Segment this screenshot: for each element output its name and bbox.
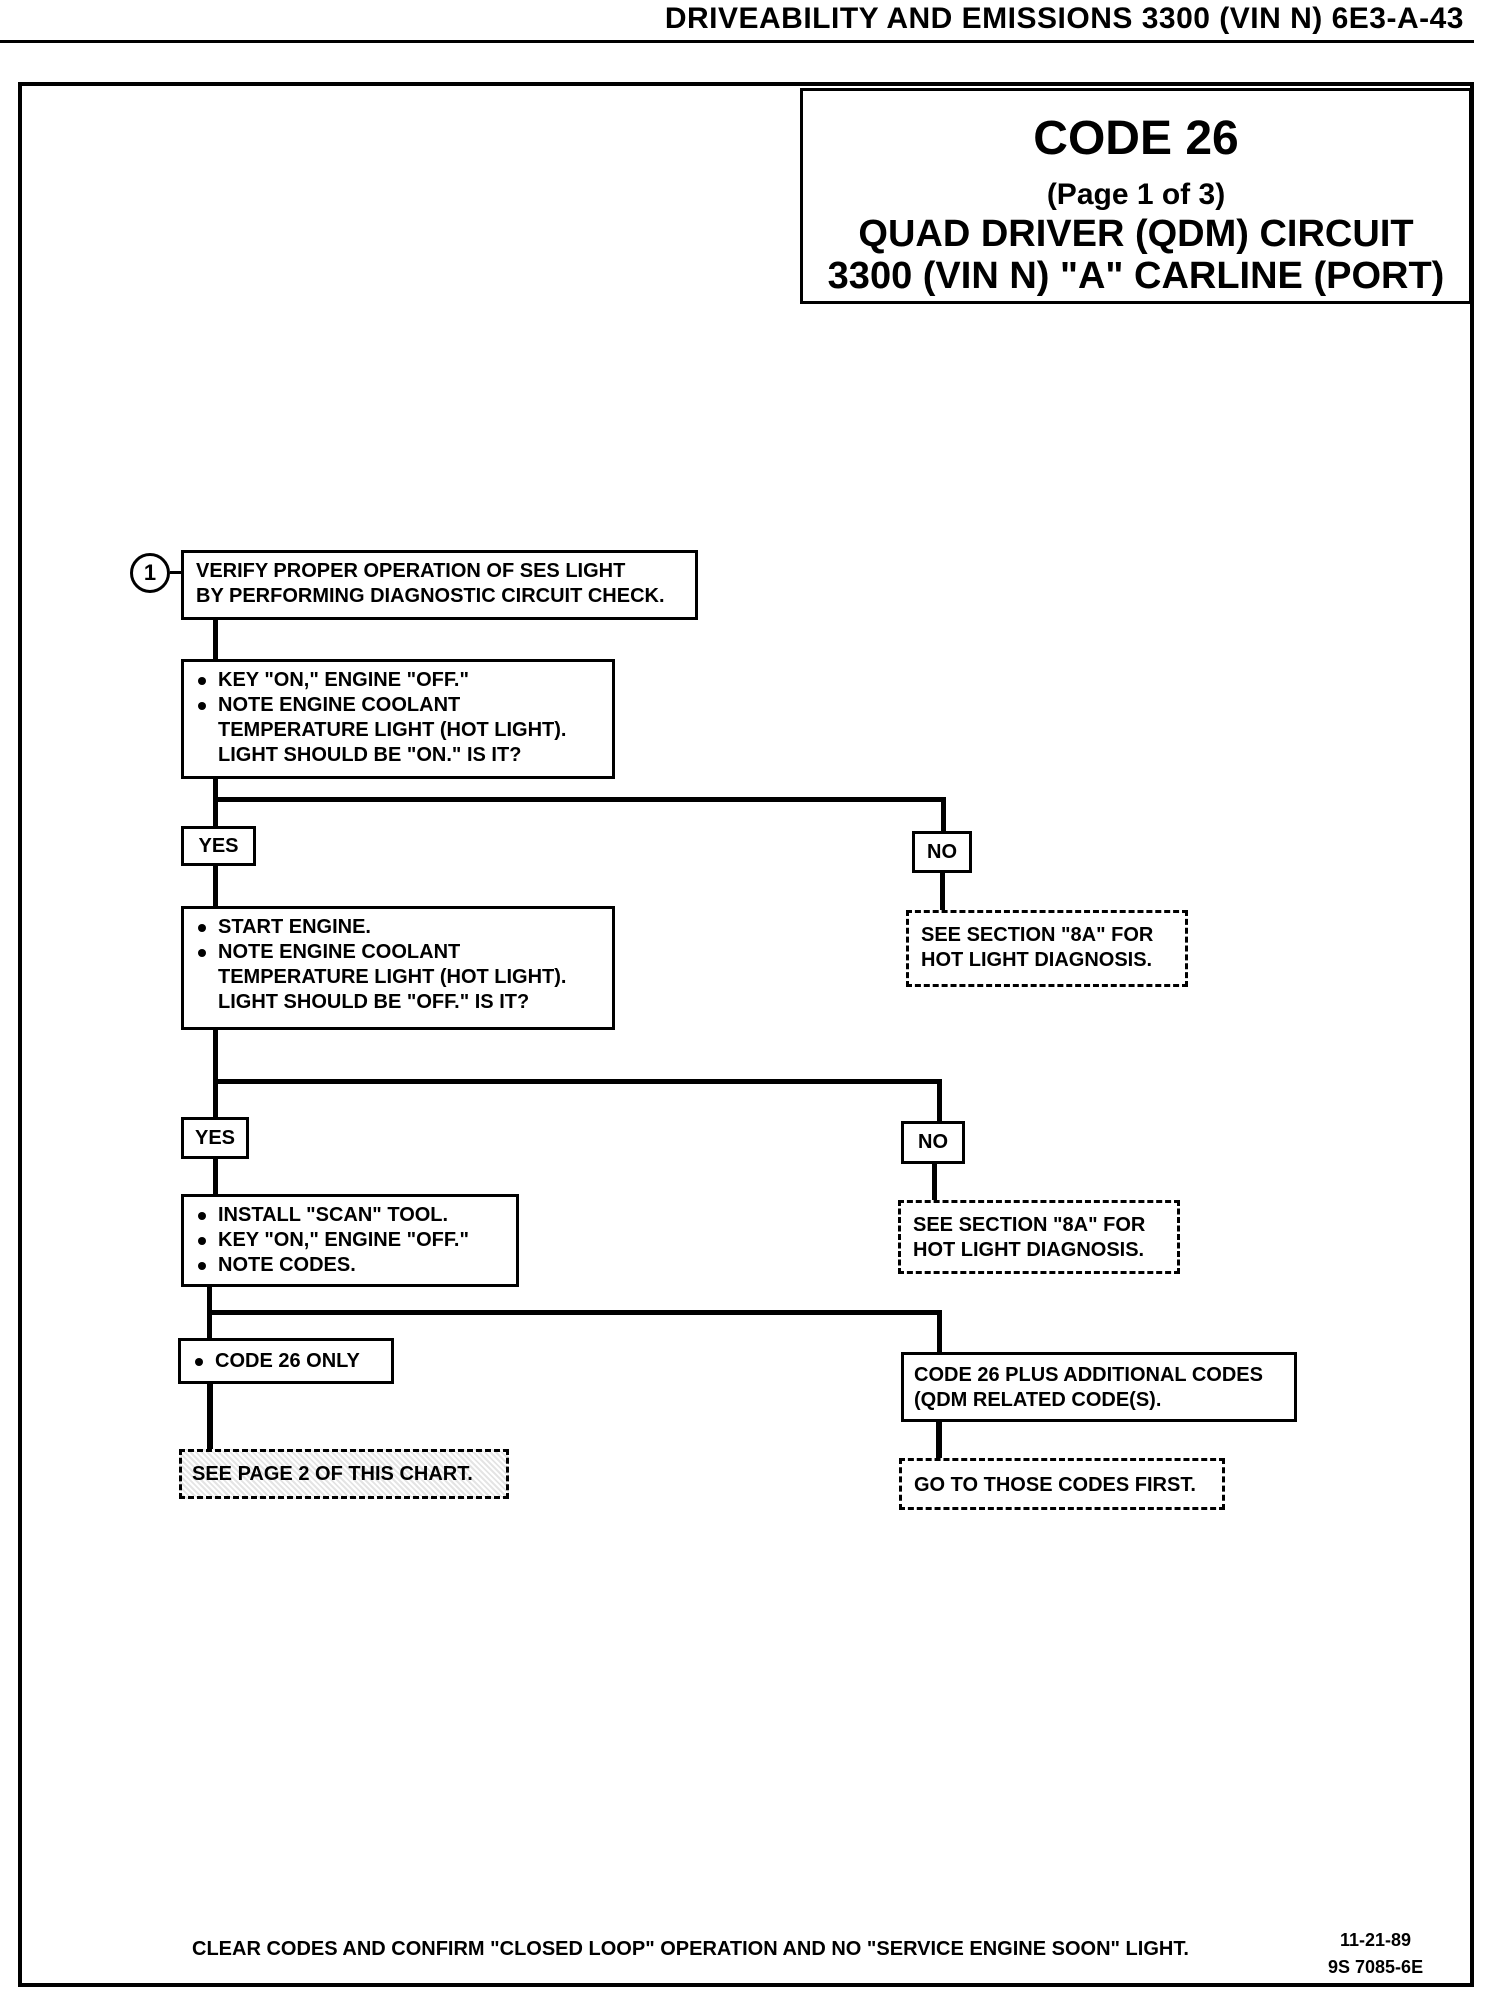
step4-item2: KEY "ON," ENGINE "OFF."	[188, 1228, 516, 1253]
see-page2-text: SEE PAGE 2 OF THIS CHART.	[192, 1463, 473, 1485]
step1-line2: BY PERFORMING DIAGNOSTIC CIRCUIT CHECK.	[196, 585, 665, 607]
footer-note: CLEAR CODES AND CONFIRM "CLOSED LOOP" OP…	[192, 1938, 1189, 1960]
step2-box: KEY "ON," ENGINE "OFF." NOTE ENGINE COOL…	[181, 659, 615, 779]
step1-line1: VERIFY PROPER OPERATION OF SES LIGHT	[196, 560, 626, 582]
step4-item3: NOTE CODES.	[188, 1253, 516, 1278]
no2-label: NO	[901, 1121, 965, 1164]
footer-ref: 9S 7085-6E	[1328, 1957, 1424, 1977]
trunk-3	[213, 866, 218, 908]
code-title: CODE 26	[1033, 112, 1239, 165]
code26-plus-box: CODE 26 PLUS ADDITIONAL CODES (QDM RELAT…	[901, 1352, 1297, 1422]
code26-plus-line2: (QDM RELATED CODE(S).	[914, 1389, 1162, 1411]
branch1-horizontal	[213, 797, 946, 802]
go-to-codes-text: GO TO THOSE CODES FIRST.	[914, 1474, 1196, 1496]
page-indicator: (Page 1 of 3)	[1046, 178, 1226, 211]
branch3-right-drop	[937, 1310, 942, 1352]
code26-plus-drop	[936, 1422, 942, 1460]
marker-connector	[170, 571, 182, 574]
no1-drop	[940, 873, 945, 911]
no1-action-line1: SEE SECTION "8A" FOR	[921, 924, 1154, 946]
yes2-label: YES	[181, 1117, 249, 1159]
step3-item1: START ENGINE.	[188, 915, 612, 940]
step2-item1: KEY "ON," ENGINE "OFF."	[188, 668, 612, 693]
page-frame	[18, 82, 1474, 1987]
see-page2-box: SEE PAGE 2 OF THIS CHART.	[179, 1449, 509, 1499]
go-to-codes-box: GO TO THOSE CODES FIRST.	[899, 1458, 1225, 1510]
yes1-label: YES	[181, 826, 256, 866]
no2-action-line2: HOT LIGHT DIAGNOSIS.	[913, 1239, 1145, 1261]
code26-only-drop	[207, 1384, 213, 1452]
step4-item1: INSTALL "SCAN" TOOL.	[188, 1203, 516, 1228]
branch2-right-drop	[937, 1079, 942, 1123]
branch1-right-drop	[941, 797, 946, 833]
no2-action-line1: SEE SECTION "8A" FOR	[913, 1214, 1146, 1236]
code26-plus-line1: CODE 26 PLUS ADDITIONAL CODES	[914, 1364, 1263, 1386]
no2-drop	[932, 1164, 937, 1201]
title-block: CODE 26 (Page 1 of 3) QUAD DRIVER (QDM) …	[800, 88, 1472, 304]
no1-action-box: SEE SECTION "8A" FOR HOT LIGHT DIAGNOSIS…	[906, 910, 1188, 987]
trunk-5	[213, 1159, 218, 1197]
no1-action-line2: HOT LIGHT DIAGNOSIS.	[921, 949, 1153, 971]
trunk-2	[213, 779, 218, 829]
page-header: DRIVEABILITY AND EMISSIONS 3300 (VIN N) …	[664, 2, 1464, 35]
carline-title: 3300 (VIN N) "A" CARLINE (PORT)	[827, 255, 1445, 297]
branch3-horizontal	[207, 1310, 942, 1315]
code26-only-item: CODE 26 ONLY	[185, 1349, 391, 1374]
code26-only-box: CODE 26 ONLY	[178, 1338, 394, 1384]
branch2-horizontal	[213, 1079, 942, 1084]
no1-label: NO	[912, 831, 972, 873]
no2-action-box: SEE SECTION "8A" FOR HOT LIGHT DIAGNOSIS…	[898, 1200, 1180, 1274]
step1-box: VERIFY PROPER OPERATION OF SES LIGHT BY …	[181, 550, 698, 620]
trunk-4	[213, 1030, 218, 1120]
circuit-title: QUAD DRIVER (QDM) CIRCUIT	[858, 213, 1414, 255]
step4-box: INSTALL "SCAN" TOOL. KEY "ON," ENGINE "O…	[181, 1194, 519, 1287]
footer-date: 11-21-89	[1340, 1930, 1412, 1950]
step-marker: 1	[130, 553, 170, 593]
header-rule	[0, 40, 1474, 43]
trunk-1	[213, 620, 218, 662]
